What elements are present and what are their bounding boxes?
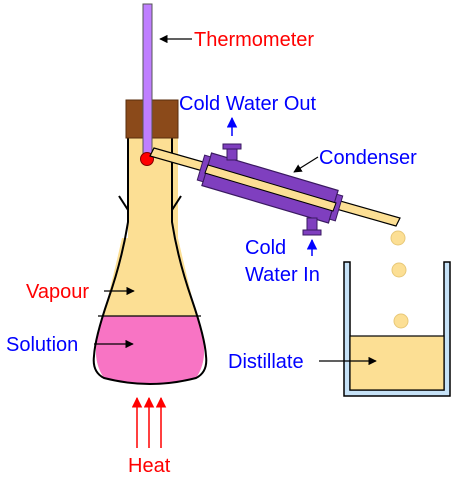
flask xyxy=(92,135,208,385)
cold-water-in-label-line1: Cold xyxy=(245,237,286,259)
condenser-label: Condenser xyxy=(319,147,417,169)
vapour-label: Vapour xyxy=(26,281,89,303)
solution-liquid xyxy=(95,316,205,384)
condenser xyxy=(196,143,344,236)
condenser-pointer xyxy=(293,156,319,173)
cold-water-out-label: Cold Water Out xyxy=(179,93,317,115)
cold-water-in-label-line2: Water In xyxy=(245,264,320,286)
distillate-liquid xyxy=(349,335,445,391)
solution-label: Solution xyxy=(6,334,78,356)
heat-arrows xyxy=(131,396,167,448)
thermometer-label: Thermometer xyxy=(194,29,314,51)
droplets xyxy=(390,230,409,329)
heat-label: Heat xyxy=(128,455,171,477)
beaker xyxy=(343,261,451,397)
thermometer xyxy=(140,3,154,166)
distillate-label: Distillate xyxy=(228,351,304,373)
